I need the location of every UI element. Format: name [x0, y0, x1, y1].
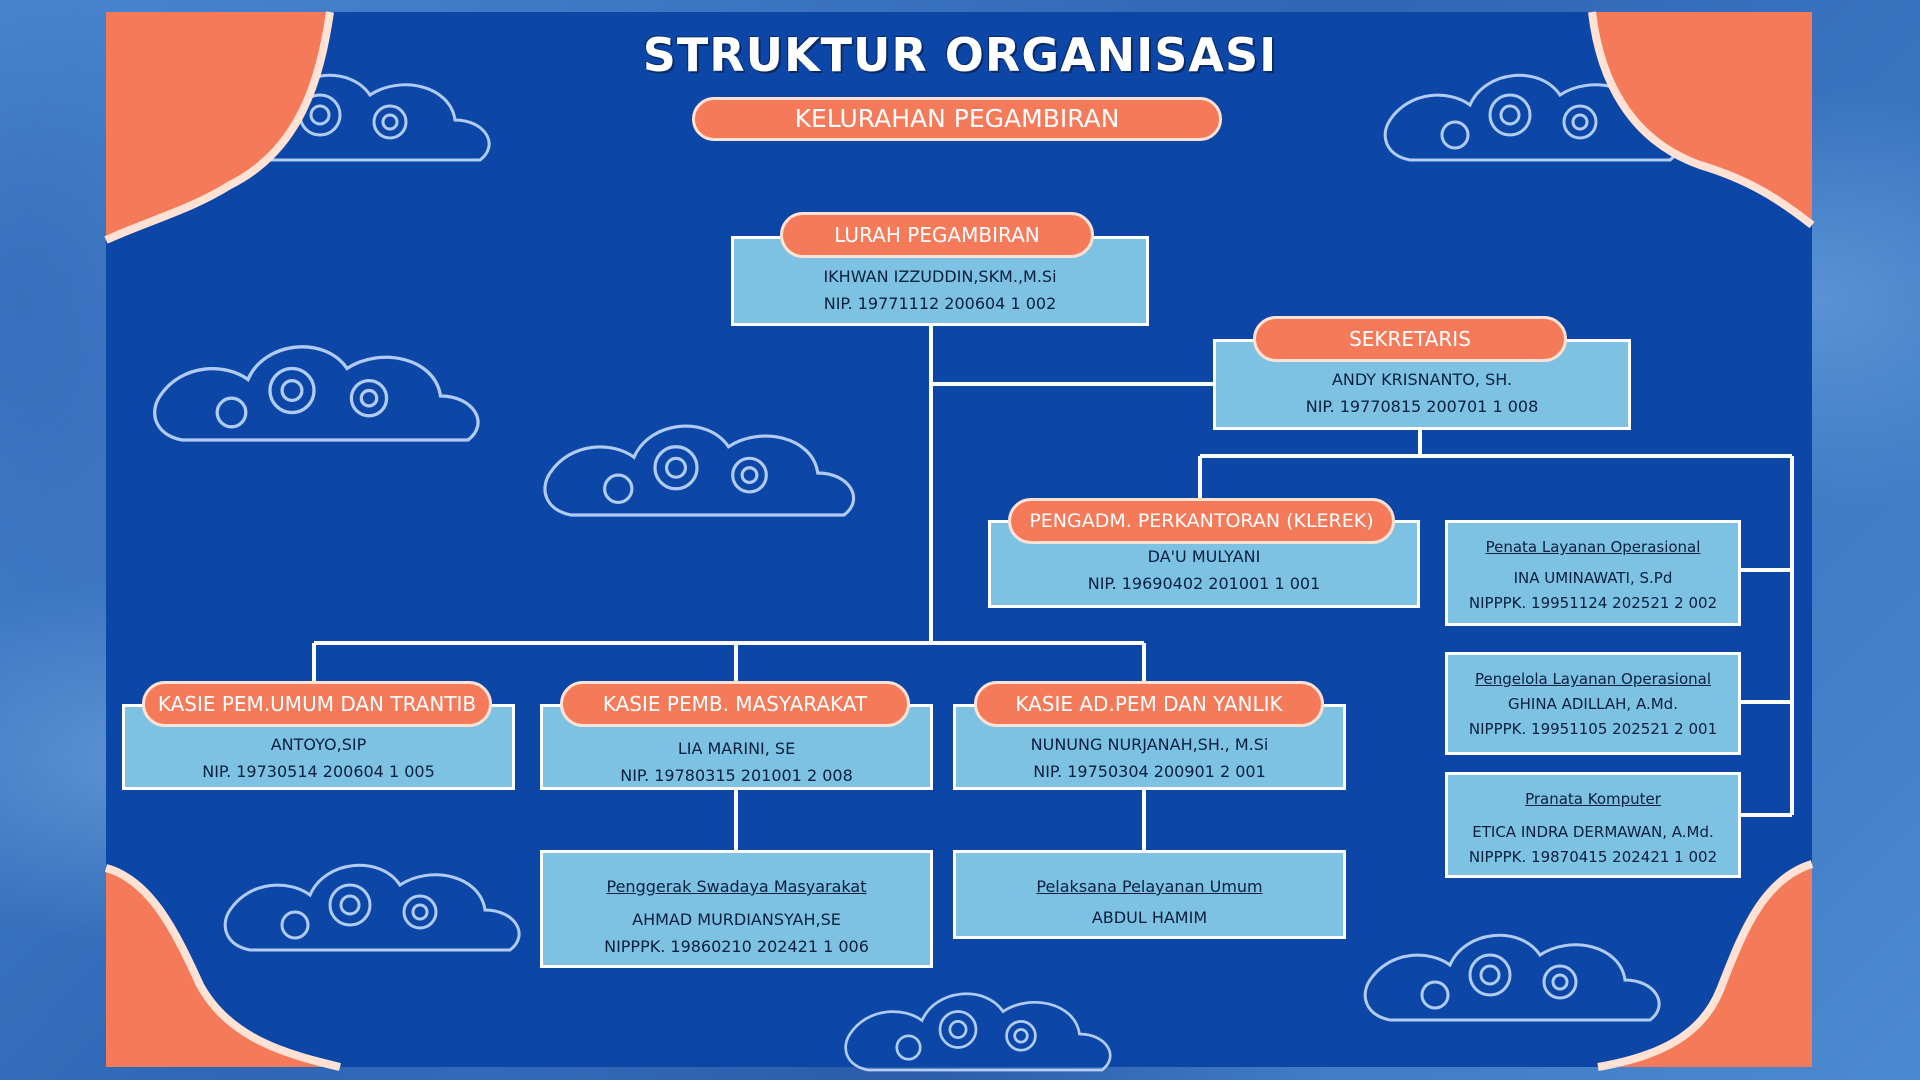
pengelola-role: Pengelola Layanan Operasional	[1474, 670, 1711, 688]
sekretaris-nip: NIP. 19770815 200701 1 008	[1305, 397, 1539, 416]
pelaksana-role: Pelaksana Pelayanan Umum	[1036, 877, 1263, 896]
penggerak-box: Penggerak Swadaya Masyarakat AHMAD MURDI…	[540, 850, 933, 968]
pengelola-nip: NIPPPK. 19951105 202521 2 001	[1468, 720, 1718, 738]
klerek-nip: NIP. 19690402 201001 1 001	[1087, 574, 1321, 593]
klerek-role: PENGADM. PERKANTORAN (KLEREK)	[1008, 498, 1395, 544]
sekretaris-name: ANDY KRISNANTO, SH.	[1331, 370, 1513, 389]
corner-ornament-icon	[104, 864, 341, 1071]
sekretaris-role: SEKRETARIS	[1253, 316, 1567, 362]
corner-ornament-icon	[1597, 860, 1814, 1071]
corner-ornament-icon	[1588, 11, 1815, 229]
kasie-masyarakat-nip: NIP. 19780315 201001 2 008	[620, 766, 853, 785]
kasie-yanlik-role: KASIE AD.PEM DAN YANLIK	[974, 681, 1324, 727]
penata-role: Penata Layanan Operasional	[1485, 538, 1701, 556]
kasie-masyarakat-name: LIA MARINI, SE	[677, 739, 796, 758]
pelaksana-box: Pelaksana Pelayanan Umum ABDUL HAMIM	[953, 850, 1346, 939]
connector-lines	[312, 326, 1794, 850]
page-title: STRUKTUR ORGANISASI	[642, 28, 1278, 82]
cloud-ornament-icon	[1363, 933, 1661, 1022]
penata-name: INA UMINAWATI, S.Pd	[1513, 569, 1673, 587]
pengelola-name: GHINA ADILLAH, A.Md.	[1508, 695, 1678, 713]
penggerak-role: Penggerak Swadaya Masyarakat	[606, 877, 867, 896]
kasie-umum-nip: NIP. 19730514 200604 1 005	[202, 762, 435, 781]
lurah-role: LURAH PEGAMBIRAN	[780, 212, 1094, 258]
kasie-umum-name: ANTOYO,SIP	[270, 735, 367, 754]
page-subtitle: KELURAHAN PEGAMBIRAN	[692, 97, 1222, 141]
pranata-box: Pranata Komputer ETICA INDRA DERMAWAN, A…	[1445, 772, 1741, 878]
penggerak-nip: NIPPPK. 19860210 202421 1 006	[604, 937, 869, 956]
penggerak-name: AHMAD MURDIANSYAH,SE	[632, 910, 841, 929]
lurah-name: IKHWAN IZZUDDIN,SKM.,M.Si	[823, 267, 1057, 286]
penata-nip: NIPPPK. 19951124 202521 2 002	[1468, 594, 1718, 612]
kasie-umum-role: KASIE PEM.UMUM DAN TRANTIB	[142, 681, 492, 727]
klerek-name: DA'U MULYANI	[1147, 547, 1261, 566]
cloud-ornament-icon	[223, 863, 521, 952]
pranata-name: ETICA INDRA DERMAWAN, A.Md.	[1472, 823, 1714, 841]
cloud-ornament-icon	[153, 345, 480, 442]
corner-ornament-icon	[104, 11, 334, 244]
kasie-yanlik-name: NUNUNG NURJANAH,SH., M.Si	[1030, 735, 1269, 754]
kasie-masyarakat-role: KASIE PEMB. MASYARAKAT	[560, 681, 910, 727]
penata-box: Penata Layanan Operasional INA UMINAWATI…	[1445, 520, 1741, 626]
pelaksana-name: ABDUL HAMIM	[1091, 908, 1208, 927]
pranata-nip: NIPPPK. 19870415 202421 1 002	[1468, 848, 1718, 866]
cloud-ornament-icon	[543, 424, 856, 517]
cloud-ornament-icon	[844, 992, 1112, 1072]
kasie-yanlik-nip: NIP. 19750304 200901 2 001	[1033, 762, 1266, 781]
pengelola-box: Pengelola Layanan Operasional GHINA ADIL…	[1445, 652, 1741, 755]
lurah-nip: NIP. 19771112 200604 1 002	[823, 294, 1057, 313]
pranata-role: Pranata Komputer	[1525, 790, 1661, 808]
